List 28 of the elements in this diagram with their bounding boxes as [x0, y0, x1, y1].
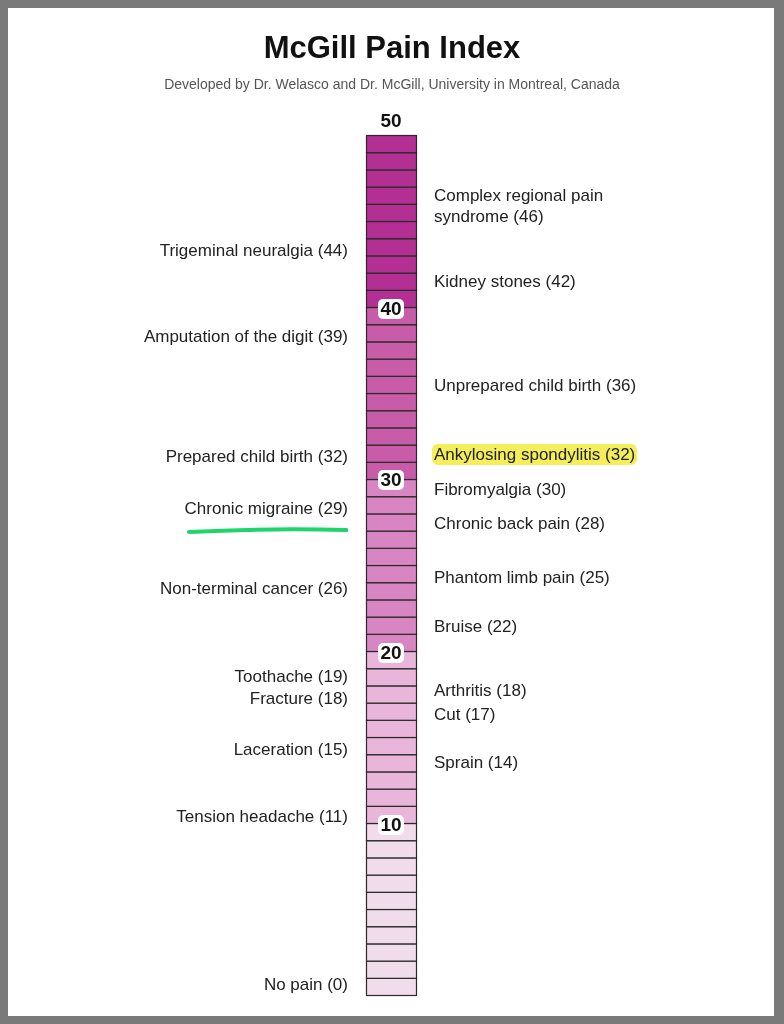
condition-label: Phantom limb pain (25): [434, 566, 610, 588]
scale-number: 30: [378, 470, 404, 490]
subtitle: Developed by Dr. Welasco and Dr. McGill, University in Montreal, Canada: [163, 76, 621, 92]
condition-label: Chronic back pain (28): [434, 512, 606, 534]
condition-label: Non-terminal cancer (26): [160, 577, 348, 599]
condition-label: Kidney stones (42): [434, 270, 576, 292]
condition-label: Chronic migraine (29): [184, 497, 348, 519]
condition-label: Laceration (15): [233, 738, 348, 760]
condition-label: Fibromyalgia (30): [434, 478, 567, 500]
condition-label: Complex regional pain syndrome (46): [434, 185, 605, 227]
condition-label: Unprepared child birth (36): [434, 374, 637, 396]
condition-label: Cut (17): [434, 703, 496, 725]
condition-label: Tension headache (11): [176, 805, 348, 827]
title: McGill Pain Index: [262, 30, 522, 66]
condition-label: Prepared child birth (32): [165, 445, 348, 467]
scale-number: 20: [378, 643, 404, 663]
scale-number: 10: [378, 815, 404, 835]
scale-number: 50: [380, 111, 402, 131]
condition-label: Sprain (14): [434, 751, 519, 773]
condition-label: No pain (0): [263, 973, 348, 995]
condition-label: Amputation of the digit (39): [143, 325, 348, 347]
condition-label: Trigeminal neuralgia (44): [159, 239, 348, 261]
condition-label: Toothache (19): [234, 665, 348, 687]
highlighted-label: Ankylosing spondylitis (32): [432, 443, 638, 465]
scale-number: 40: [378, 299, 404, 319]
condition-label: Fracture (18): [249, 687, 348, 709]
condition-label: Bruise (22): [434, 615, 518, 637]
condition-label: Arthritis (18): [434, 679, 527, 701]
